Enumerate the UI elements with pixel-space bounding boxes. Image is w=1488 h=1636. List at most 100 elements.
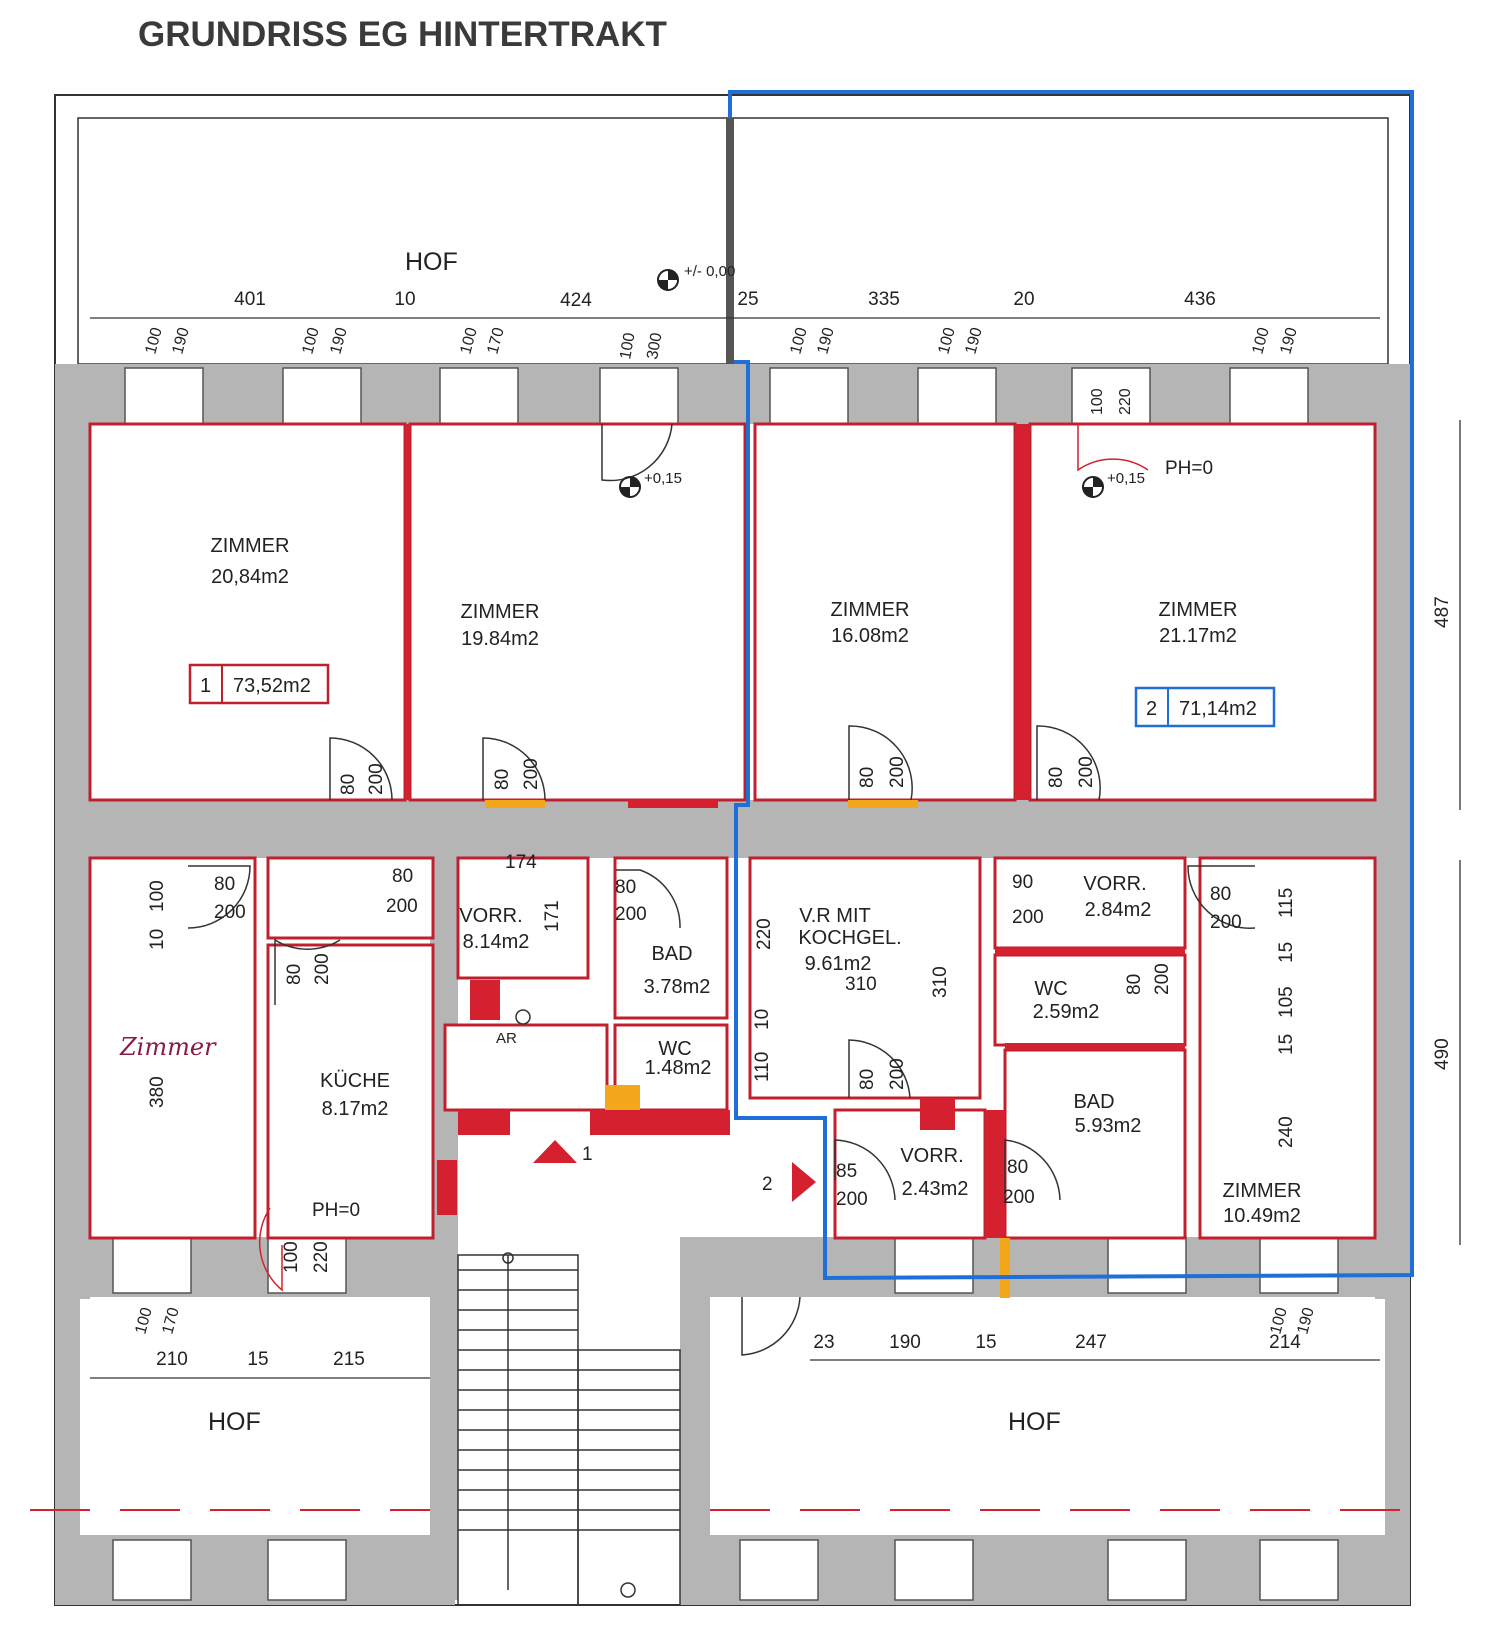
dim: 80 xyxy=(1124,974,1145,995)
dim: 200 xyxy=(615,904,647,925)
dim: 100 xyxy=(299,326,322,356)
dim: 200 xyxy=(1012,907,1044,928)
dim: 436 xyxy=(1184,289,1216,310)
dim: 100 xyxy=(1249,326,1272,356)
door-swings xyxy=(187,423,1256,1356)
dim: 15 xyxy=(975,1332,996,1353)
dim: 190 xyxy=(1294,1306,1317,1336)
room-name: ZIMMER xyxy=(1223,1180,1302,1202)
dim: 200 xyxy=(1152,963,1173,995)
room-area: 16.08m2 xyxy=(831,625,909,647)
entry-2-label: 2 xyxy=(762,1174,773,1195)
unit-2-area: 71,14m2 xyxy=(1179,698,1257,720)
dim: 110 xyxy=(752,1052,773,1082)
dim: 80 xyxy=(1210,884,1231,905)
door-size-labels: 80 200 80 200 80 200 80 200 80 200 80 20… xyxy=(214,756,1242,1273)
room-name: VORR. xyxy=(459,905,522,927)
dim: 90 xyxy=(1012,872,1033,893)
unit-2-outline xyxy=(728,90,1414,1281)
room-area: 20,84m2 xyxy=(211,566,289,588)
room-name: BAD xyxy=(1073,1091,1114,1113)
room-name: ZIMMER xyxy=(831,599,910,621)
hof-top-label: HOF xyxy=(405,248,458,276)
dim: 80 xyxy=(1046,767,1067,788)
room-area: 2.59m2 xyxy=(1033,1001,1100,1023)
dim: 10 xyxy=(147,929,168,950)
room-labels: ZIMMER 20,84m2 ZIMMER 19.84m2 ZIMMER 16.… xyxy=(211,535,1302,1227)
level-top-text: +/- 0,00 xyxy=(684,263,735,280)
dim: 100 xyxy=(457,326,480,356)
top-dimensions: 401 10 424 25 335 20 436 xyxy=(234,289,1216,311)
bottom-left-dimensions: 210 15 215 xyxy=(156,1349,365,1370)
dim: 80 xyxy=(1007,1157,1028,1178)
rooms xyxy=(88,422,1377,1240)
room-name: VORR. xyxy=(1083,873,1146,895)
room-area: 8.14m2 xyxy=(463,931,530,953)
dim: 15 xyxy=(247,1349,268,1370)
dim: 80 xyxy=(492,769,513,790)
room-area: 2.84m2 xyxy=(1085,899,1152,921)
dim: 200 xyxy=(214,902,246,923)
room-name: ZIMMER xyxy=(1159,599,1238,621)
dim: 214 xyxy=(1269,1332,1301,1353)
room-area: 2.43m2 xyxy=(902,1178,969,1200)
room-name: WC xyxy=(658,1038,691,1060)
dim: 200 xyxy=(1003,1187,1035,1208)
entry-2-arrow xyxy=(792,1162,816,1202)
dim: 190 xyxy=(327,326,350,356)
dim: 490 xyxy=(1432,1038,1453,1070)
room-name: ZIMMER xyxy=(211,535,290,557)
room-area: 5.93m2 xyxy=(1075,1115,1142,1137)
dim: 487 xyxy=(1432,596,1453,628)
entry-1-label: 1 xyxy=(582,1144,593,1165)
dim: 200 xyxy=(1076,756,1097,788)
entry-1-arrow xyxy=(533,1140,577,1163)
bottom-right-dimensions: 23 190 15 247 214 xyxy=(813,1332,1301,1353)
dim: 200 xyxy=(887,1058,908,1090)
room-name: VORR. xyxy=(900,1145,963,1167)
dim: 20 xyxy=(1013,289,1034,310)
room-area: 1.48m2 xyxy=(645,1057,712,1079)
dim: 100 xyxy=(142,326,165,356)
level-marker-room1: +0,15 xyxy=(619,470,682,498)
dim: 80 xyxy=(857,767,878,788)
dim: 100 xyxy=(935,326,958,356)
room-name: BAD xyxy=(651,943,692,965)
dim: 170 xyxy=(484,326,507,356)
dim: 200 xyxy=(386,896,418,917)
dim: 300 xyxy=(644,331,665,360)
unit-1-area: 73,52m2 xyxy=(233,675,311,697)
room-name: ZIMMER xyxy=(461,601,540,623)
level-marker-room2: +0,15 xyxy=(1082,470,1145,498)
dim: 80 xyxy=(284,964,305,985)
dim: 85 xyxy=(836,1161,857,1182)
dim: 220 xyxy=(754,918,775,950)
dim: 171 xyxy=(542,900,563,932)
ph-label-b: PH=0 xyxy=(312,1200,360,1221)
dim: 80 xyxy=(615,877,636,898)
ar-label: AR xyxy=(496,1030,517,1047)
dim: 215 xyxy=(333,1349,365,1370)
dim: 200 xyxy=(366,763,387,795)
dim: 190 xyxy=(889,1332,921,1353)
dim: 80 xyxy=(392,866,413,887)
dim: 335 xyxy=(868,289,900,310)
dim: 100 xyxy=(147,880,168,912)
level-room1-text: +0,15 xyxy=(644,470,682,487)
dark-division-wall xyxy=(726,118,734,364)
room-name: V.R MIT xyxy=(799,905,871,927)
dim: 190 xyxy=(962,326,985,356)
room-area: 21.17m2 xyxy=(1159,625,1237,647)
dim: 23 xyxy=(813,1332,834,1353)
dim: 200 xyxy=(1210,912,1242,933)
dim: 105 xyxy=(1276,986,1297,1018)
room-name: WC xyxy=(1034,978,1067,1000)
room-area: 19.84m2 xyxy=(461,628,539,650)
dim: 190 xyxy=(1277,326,1300,356)
inner-dimension-labels: 100 10 380 174 171 220 310 310 10 110 11… xyxy=(147,852,1297,1148)
bottom-windows xyxy=(112,1236,1339,1601)
level-room2-text: +0,15 xyxy=(1107,470,1145,487)
dim: 310 xyxy=(930,966,951,998)
dim: 15 xyxy=(1276,1034,1297,1055)
